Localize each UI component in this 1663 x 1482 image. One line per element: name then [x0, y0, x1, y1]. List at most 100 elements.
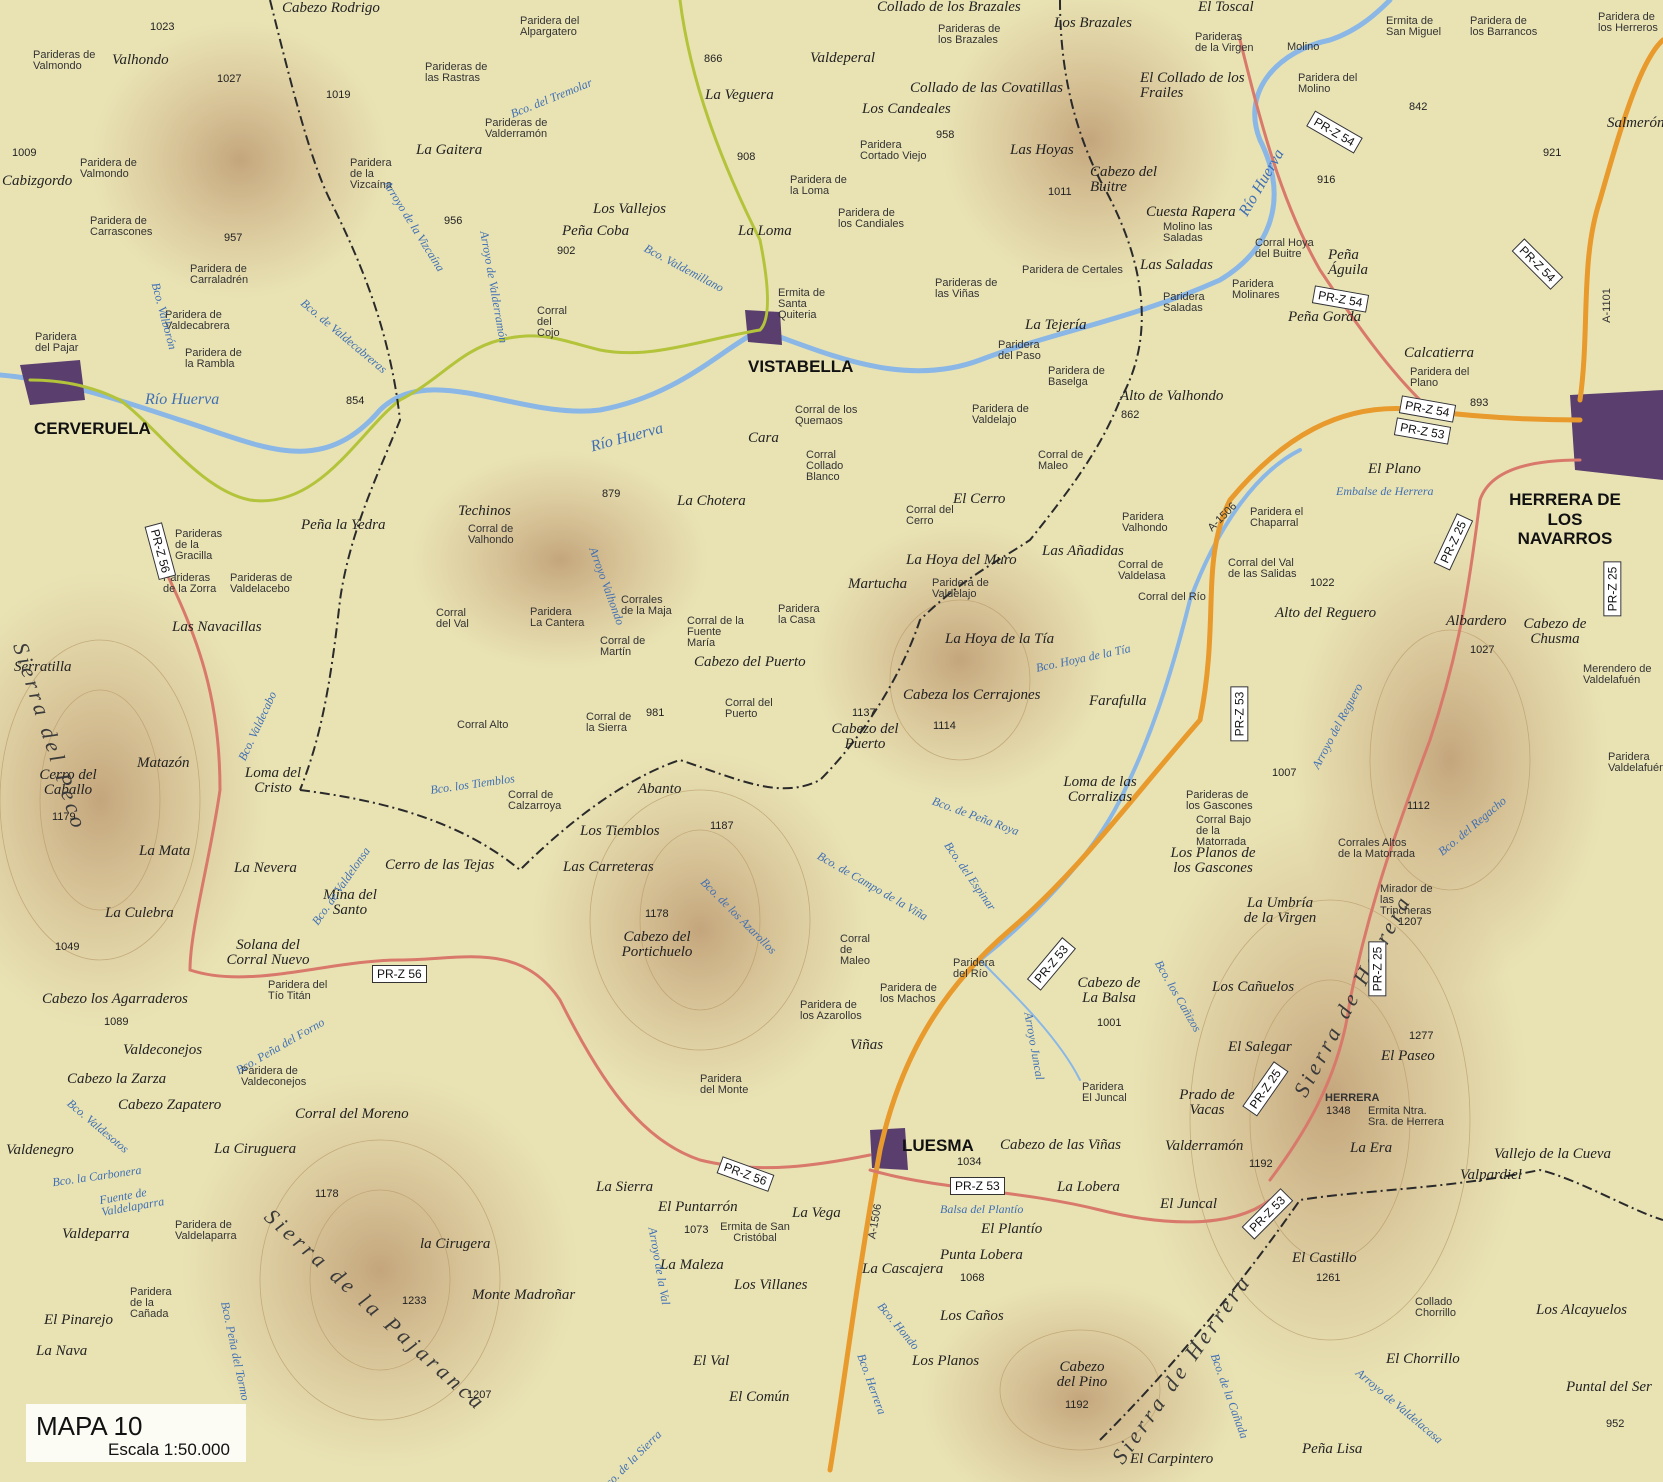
place-label: El Cerro	[953, 491, 1006, 507]
place-label: Cabezo de las Viñas	[1000, 1137, 1121, 1153]
water-label: Embalse de Herrera	[1336, 484, 1434, 498]
trails	[158, 38, 1582, 1224]
peak-elevation: 1207	[467, 1389, 492, 1401]
place-label: Alto de Valhondo	[1120, 388, 1224, 404]
peak-elevation: 1137	[852, 707, 876, 719]
track-green	[28, 0, 769, 503]
place-label: Paridera del Molino	[1298, 72, 1358, 95]
place-label: La Veguera	[705, 87, 774, 103]
place-label: Valdeconejos	[123, 1042, 203, 1058]
place-label: Ermita de Santa Quiteria	[778, 287, 826, 321]
place-label: Loma del Cristo	[244, 765, 302, 796]
place-label: Monte Madroñar	[472, 1287, 576, 1303]
peak-elevation: 981	[646, 707, 665, 719]
place-label: Cara	[748, 430, 779, 446]
place-label: Mina del Santo	[323, 887, 377, 918]
place-label: Los Brazales	[1054, 15, 1132, 31]
route-badge: PR-Z 56	[372, 965, 427, 983]
place-label: Los Planos de los Gascones	[1170, 845, 1256, 876]
place-label: La Nevera	[234, 860, 297, 876]
place-label: Albardero	[1446, 613, 1507, 629]
place-label: Paridera de Carrascones	[90, 215, 153, 238]
place-label: Paridera de Certales	[1022, 264, 1123, 276]
peak-elevation: 957	[224, 232, 243, 244]
place-label: La Culebra	[105, 905, 174, 921]
place-label: Cabezo del Buitre	[1090, 164, 1158, 195]
roads	[28, 0, 1663, 1473]
peak-elevation: 1207	[1398, 916, 1423, 928]
place-label: Paridera del Alpargatero	[520, 15, 580, 38]
place-label: Corrales Altos de la Matorrada	[1338, 837, 1416, 860]
place-label: La Vega	[792, 1205, 841, 1221]
town-herrera[interactable]: HERRERA	[1325, 1092, 1380, 1104]
place-label: El Toscal	[1198, 0, 1254, 15]
place-label: Cabezo del Puerto	[831, 721, 899, 752]
town-herrera-de-los-navarros[interactable]: HERRERA DE LOS NAVARROS	[1509, 490, 1621, 549]
place-label: La Gaitera	[416, 142, 483, 158]
place-label: El Paseo	[1381, 1048, 1435, 1064]
place-label: Paridera de los Candiales	[838, 207, 905, 230]
peak-elevation: 862	[1121, 409, 1140, 421]
place-label: Las Carreteras	[563, 859, 654, 875]
town-cerveruela[interactable]: CERVERUELA	[34, 419, 151, 438]
place-label: Collado de las Covatillas	[910, 80, 1063, 96]
place-label: Calcatierra	[1404, 345, 1474, 361]
peak-elevation: 1011	[1048, 186, 1072, 198]
town-vistabella[interactable]: VISTABELLA	[748, 357, 854, 376]
place-label: Paridera del Pajar	[35, 331, 79, 354]
place-label: Alto del Reguero	[1275, 605, 1377, 621]
peak-elevation: 916	[1317, 174, 1336, 186]
place-label: Ermita de San Miguel	[1386, 15, 1442, 38]
place-label: Corrales de la Maja	[621, 594, 672, 617]
peak-elevation: 1178	[645, 908, 669, 920]
place-label: Cabeza los Cerrajones	[903, 687, 1041, 703]
peak-elevation: 908	[737, 151, 756, 163]
place-label: Corral del Puerto	[725, 697, 773, 720]
place-label: Cuesta Rapera	[1146, 204, 1236, 220]
peak-elevation: 1007	[1272, 767, 1297, 779]
place-label: Paridera del Río	[953, 957, 995, 980]
place-label: Parideras de los Brazales	[938, 23, 1001, 46]
place-label: Molino las Saladas	[1163, 221, 1213, 244]
place-label: Paridera Cortado Viejo	[860, 139, 927, 162]
place-label: Los Villanes	[734, 1277, 808, 1293]
place-label: Parideras de Valmondo	[33, 49, 96, 72]
road-a1101	[1577, 37, 1663, 403]
place-label: Peña Coba	[562, 223, 630, 239]
town-luesma[interactable]: LUESMA	[902, 1136, 974, 1155]
place-label: Paridera de la Vizcaína	[350, 157, 392, 191]
peak-elevation: 1277	[1409, 1030, 1434, 1042]
place-label: La Hoya del Muro	[906, 552, 1017, 568]
place-label: Corral de Valhondo	[468, 523, 514, 546]
place-label: Cabezo de Chusma	[1523, 616, 1587, 647]
place-label: Valderramón	[1165, 1138, 1244, 1154]
place-label: Las Saladas	[1140, 257, 1213, 273]
place-label: Peña la Yedra	[301, 517, 386, 533]
place-label: Mirador de las Trincheras	[1380, 883, 1433, 917]
place-label: La Mata	[139, 843, 191, 859]
place-label: Paridera de los Machos	[880, 982, 937, 1005]
place-label: Corral de los Quemaos	[795, 404, 858, 427]
place-label: Paridera el Chaparral	[1250, 506, 1304, 529]
place-label: El Plantío	[981, 1221, 1043, 1237]
place-label: Corral del Cojo	[537, 305, 567, 339]
peak-elevation: 1089	[104, 1016, 129, 1028]
place-label: Ermita de San Cristóbal	[720, 1221, 790, 1244]
arroyo-juncal	[979, 959, 1081, 1081]
place-label: Paridera Valhondo	[1122, 511, 1168, 534]
place-label: Matazón	[137, 755, 190, 771]
contour-lines	[0, 599, 1531, 1451]
place-label: Paridera Molinares	[1232, 278, 1280, 301]
place-label: Peña Lisa	[1302, 1441, 1363, 1457]
place-label: Paridera del Paso	[998, 339, 1041, 362]
place-label: Corral de la Sierra	[586, 711, 632, 734]
peak-elevation: 1001	[1097, 1017, 1122, 1029]
place-label: El Pinarejo	[44, 1312, 114, 1328]
place-label: Cabezo de La Balsa	[1077, 975, 1141, 1006]
place-label: Cabezo Rodrigo	[282, 0, 380, 16]
place-label: Parideras de la Zorra	[163, 572, 217, 595]
place-label: Paridera de Carraladrén	[190, 263, 249, 286]
place-label: Corral del Moreno	[295, 1106, 409, 1122]
